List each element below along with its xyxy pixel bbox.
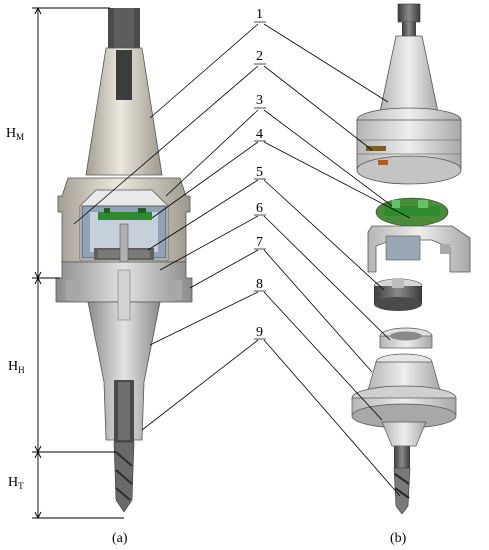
part-7-ring-nut [379,327,433,349]
lower-cone [87,301,161,441]
part-label-5: 5 [256,165,263,180]
part-6-cylinder [373,278,423,311]
part-label-8: 8 [256,277,263,292]
dimension-lines [32,6,124,520]
pcb [98,212,152,220]
caption-a: (a) [112,531,128,546]
leader-lines [73,23,411,497]
section-view [55,8,193,513]
part-label-3: 3 [256,93,263,108]
part-label-7: 7 [256,235,263,250]
part-1-taper [356,3,462,185]
dimension-label-hm: HM [6,126,24,142]
dimension-label-ht: HT [8,475,24,491]
part-label-4: 4 [256,127,263,142]
part-label-6: 6 [256,201,263,216]
part-5-housing [367,225,471,273]
part-8-lower-flange [351,353,457,447]
part-label-9: 9 [256,325,263,340]
part-9-drill [393,446,411,515]
part-labels: 1 2 3 4 5 6 7 8 9 [254,7,266,340]
exploded-view [351,3,471,515]
caption-b: (b) [390,531,407,546]
part-label-2: 2 [256,49,263,64]
dimension-label-hh: HH [8,359,25,375]
upper-taper [85,47,163,176]
part-label-1: 1 [256,7,263,22]
part-3-4-sensor-module [375,197,449,227]
